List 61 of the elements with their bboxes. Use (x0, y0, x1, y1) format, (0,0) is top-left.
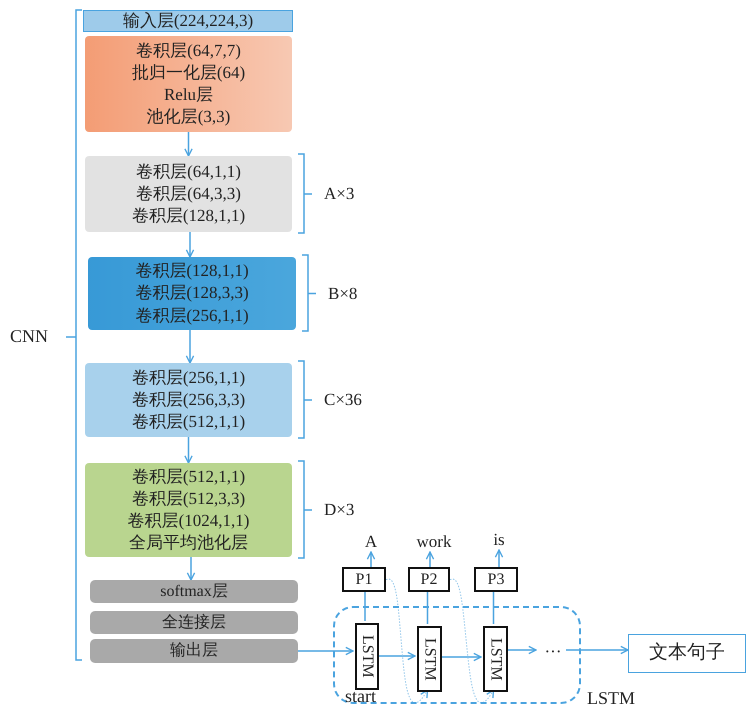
layer-block (85, 463, 292, 557)
dotted-arrow (450, 578, 494, 704)
layer-label: 池化层(3,3) (146, 106, 230, 128)
layer-label: 卷积层(256,1,1) (135, 304, 249, 327)
repeat-label: C×36 (324, 390, 362, 410)
layer-bar: 全连接层 (90, 611, 298, 634)
layer-bar: softmax层 (90, 580, 298, 603)
layer-block (85, 363, 292, 437)
layer-label: Relu层 (164, 84, 214, 106)
dotted-arrow (386, 578, 428, 704)
lstm-cell-box: LSTM (483, 626, 508, 692)
arrow (184, 132, 193, 157)
arrow (440, 652, 482, 662)
layer-label: 卷积层(1024,1,1) (128, 510, 250, 532)
arrow (184, 437, 193, 464)
output-word: A (358, 532, 384, 552)
arrow (494, 549, 504, 567)
arrow (566, 646, 629, 654)
group-label: LSTM (587, 688, 636, 708)
arrow (298, 646, 354, 656)
layer-label: 卷积层(64,1,1) (136, 160, 241, 183)
output-box: P1 (342, 567, 386, 592)
layer-label: 卷积层(64,3,3) (136, 182, 241, 205)
output-word: ··· (538, 642, 568, 662)
result-box: 文本句子 (628, 634, 746, 673)
arrow (186, 557, 196, 581)
lstm-cell-box: LSTM (417, 626, 442, 692)
arrow (377, 652, 416, 660)
layer-label: 卷积层(128,3,3) (135, 282, 249, 304)
layer-label: 卷积层(128,1,1) (132, 205, 246, 228)
layer-block (88, 257, 296, 330)
output-box: P2 (408, 567, 450, 592)
arrow (186, 330, 194, 364)
connector-line (492, 592, 494, 624)
layer-label: 批归一化层(64) (132, 62, 246, 84)
output-word: is (486, 530, 512, 550)
repeat-label: D×3 (324, 500, 354, 520)
layer-label: 全局平均池化层 (129, 532, 248, 554)
group-label: CNN (10, 326, 48, 346)
layer-label: 卷积层(128,1,1) (135, 260, 249, 282)
arrow (506, 646, 537, 654)
output-word: work (410, 532, 458, 552)
lstm-cell-box: LSTM (355, 623, 379, 690)
repeat-label: A×3 (324, 184, 354, 204)
layer-label: 卷积层(512,1,1) (132, 466, 246, 488)
arrow (366, 551, 376, 567)
connector-line (426, 592, 428, 624)
layer-label: 卷积层(256,3,3) (132, 388, 246, 411)
output-box: P3 (474, 567, 518, 592)
repeat-label: B×8 (328, 284, 358, 304)
layer-label: 卷积层(256,1,1) (132, 366, 246, 389)
layer-bar: 输出层 (90, 639, 298, 663)
layer-block (85, 156, 292, 232)
connector-line (364, 592, 366, 621)
layer-label: 卷积层(512,3,3) (132, 488, 246, 510)
layer-block (85, 36, 292, 132)
arrow (426, 551, 434, 567)
layer-label: 卷积层(512,1,1) (132, 411, 246, 434)
layer-label: 卷积层(64,7,7) (136, 40, 241, 62)
input-layer-box: 输入层(224,224,3) (83, 10, 293, 32)
arrow (186, 232, 194, 258)
